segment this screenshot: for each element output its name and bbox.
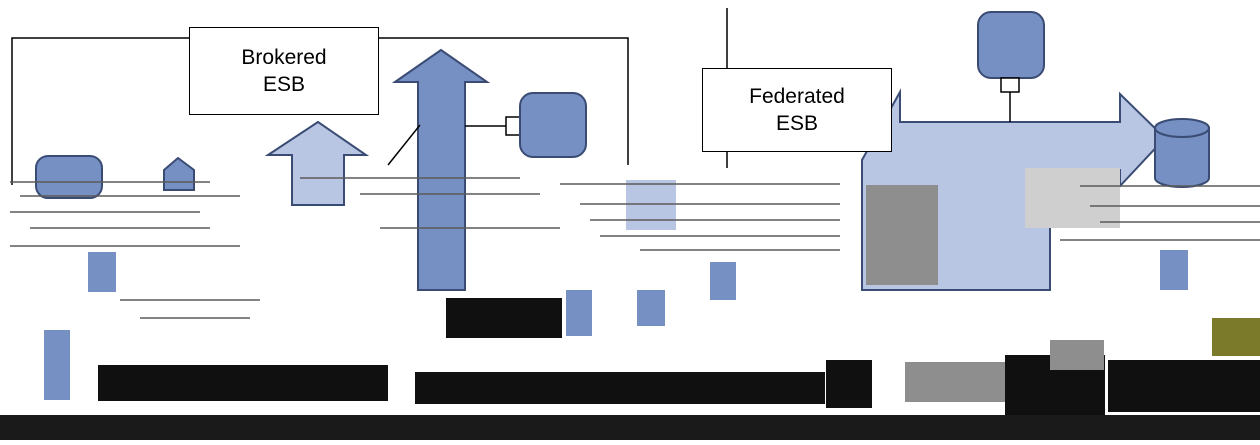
- service-node-icon: [163, 156, 195, 191]
- connector-icon: [1000, 77, 1020, 93]
- connector-line: [387, 124, 421, 166]
- column-block: [626, 180, 676, 230]
- up-arrow-icon: [264, 120, 370, 206]
- brokered-esb-label: Brokered ESB: [189, 27, 379, 115]
- database-icon: [1154, 118, 1210, 188]
- dark-region: [1108, 360, 1260, 412]
- gray-band: [905, 362, 1005, 402]
- gray-block: [1025, 168, 1120, 228]
- service-node-icon: [35, 155, 103, 199]
- stripe-artifacts: [10, 177, 1260, 319]
- dark-region: [446, 298, 562, 338]
- column-block: [88, 252, 116, 292]
- dark-region: [98, 365, 388, 401]
- column-block: [637, 290, 665, 326]
- column-block: [566, 290, 592, 336]
- column-block: [1160, 250, 1188, 290]
- dark-region: [0, 415, 1260, 440]
- gray-band: [1050, 340, 1104, 370]
- connector-icon: [505, 116, 521, 136]
- dark-region: [826, 360, 872, 408]
- service-node-icon: [519, 92, 587, 158]
- gray-block: [866, 185, 938, 285]
- service-node-icon: [977, 11, 1045, 79]
- dark-region: [415, 372, 825, 404]
- olive-block: [1212, 318, 1260, 356]
- federated-esb-label: Federated ESB: [702, 68, 892, 152]
- up-arrow-icon: [391, 48, 491, 291]
- column-block: [710, 262, 736, 300]
- column-block: [44, 330, 70, 400]
